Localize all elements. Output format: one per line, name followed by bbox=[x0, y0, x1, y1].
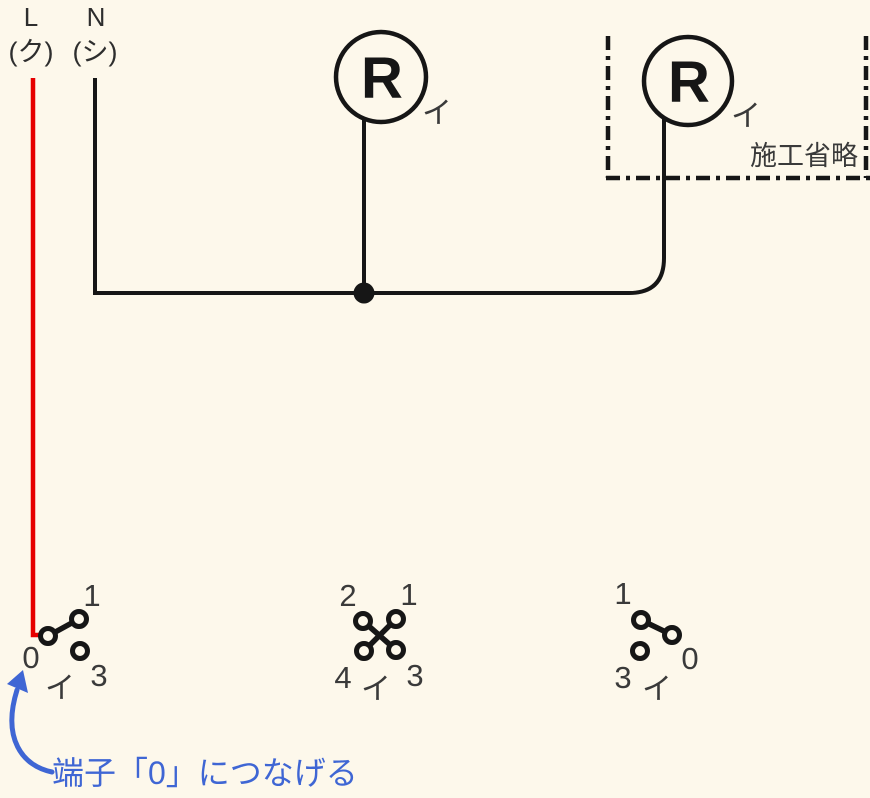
neutral-line-kana: (シ) bbox=[73, 37, 118, 67]
switch3-terminal-0 bbox=[662, 625, 682, 645]
switch3-terminal-3 bbox=[630, 641, 650, 661]
junction-dot bbox=[353, 282, 375, 304]
lamp1-circuit-label: イ bbox=[422, 97, 452, 130]
switch2-terminal-4 bbox=[354, 641, 374, 661]
switch1-terminal-1 bbox=[69, 609, 89, 629]
lamp-symbol-1: R イ bbox=[333, 29, 452, 130]
switch3-circuit-label: イ bbox=[642, 673, 672, 706]
live-wire-red bbox=[30, 78, 40, 638]
switch-4way-middle: 2 1 4 3 イ bbox=[334, 577, 423, 706]
neutral-line-letter: N bbox=[87, 2, 106, 32]
switch2-terminal-1 bbox=[386, 609, 406, 629]
omission-box-label: 施工省略 bbox=[750, 141, 858, 171]
lamp2-circuit-label: イ bbox=[731, 100, 761, 133]
switch3-terminal-1 bbox=[631, 610, 651, 630]
switch3-label-3: 3 bbox=[614, 660, 631, 695]
lamp1-circle bbox=[333, 29, 429, 125]
switch2-terminal-3 bbox=[386, 640, 406, 660]
lamp-symbol-2: R イ bbox=[641, 34, 761, 133]
lamp2-circle bbox=[641, 34, 735, 128]
lamp1-letter: R bbox=[361, 46, 403, 111]
switch2-label-2: 2 bbox=[339, 578, 356, 613]
switch2-label-4: 4 bbox=[334, 660, 351, 695]
switch2-label-3: 3 bbox=[406, 658, 423, 693]
switch1-circuit-label: イ bbox=[45, 672, 75, 705]
omission-box: 施工省略 bbox=[605, 36, 870, 181]
switch3-label-1: 1 bbox=[614, 576, 631, 611]
switch2-terminal-2 bbox=[353, 611, 373, 631]
switch1-label-3: 3 bbox=[90, 658, 107, 693]
live-line-kana: (ク) bbox=[9, 37, 54, 67]
annotation-text: 端子「0」につなげる bbox=[52, 755, 358, 791]
switch3-label-0: 0 bbox=[681, 641, 698, 676]
switch1-label-1: 1 bbox=[83, 578, 100, 613]
lamp2-letter: R bbox=[668, 50, 710, 115]
power-source-labels: L N (ク) (シ) bbox=[9, 2, 118, 67]
switch-3way-left: 1 0 3 イ bbox=[22, 578, 107, 705]
switch-3way-right: 1 0 3 イ bbox=[614, 576, 698, 706]
annotation-arrow-curve bbox=[9, 687, 55, 775]
neutral-wire-black bbox=[93, 78, 666, 295]
live-line-letter: L bbox=[24, 2, 38, 32]
annotation-arrowhead-icon bbox=[7, 670, 28, 693]
annotation-connect-terminal-0: 端子「0」につなげる bbox=[7, 670, 358, 791]
switch1-label-0: 0 bbox=[22, 640, 39, 675]
switch1-terminal-3 bbox=[70, 641, 90, 661]
switch2-circuit-label: イ bbox=[361, 673, 391, 706]
switch1-terminal-0 bbox=[38, 626, 58, 646]
switch2-label-1: 1 bbox=[400, 577, 417, 612]
